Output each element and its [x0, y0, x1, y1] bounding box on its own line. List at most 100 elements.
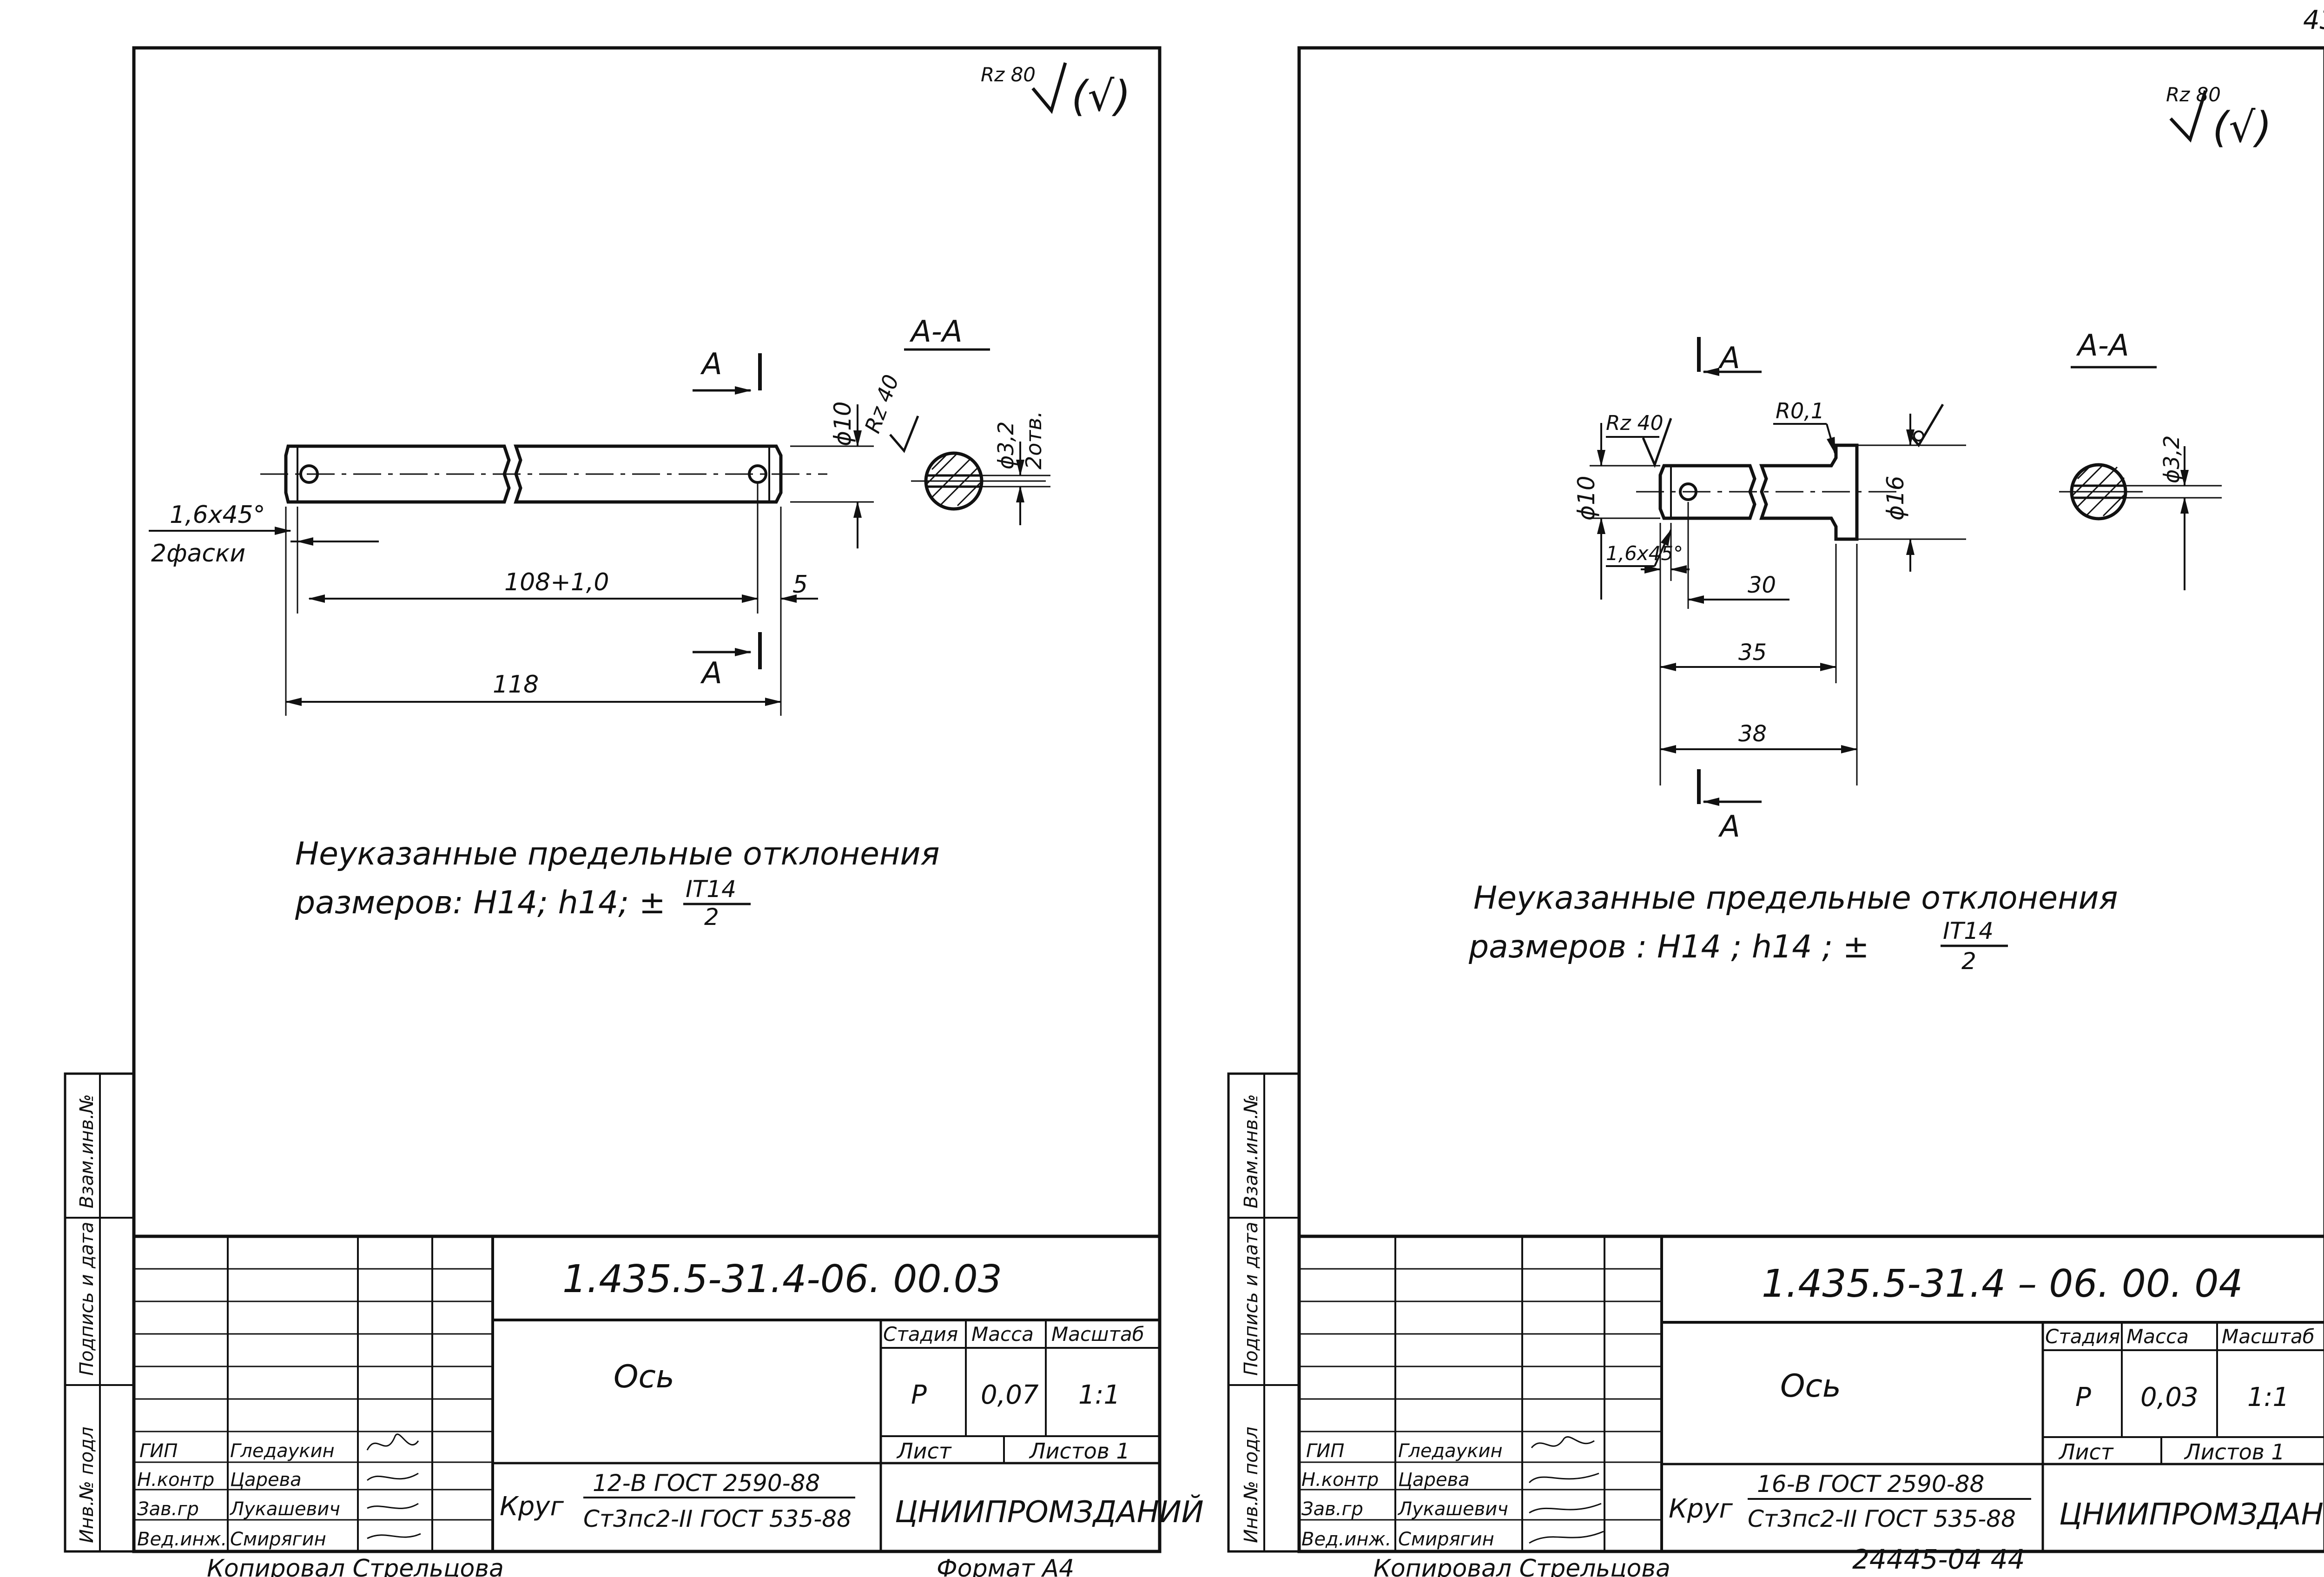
sheet2-signatures [1528, 1436, 1604, 1544]
sheet2-section-view [2059, 463, 2143, 521]
sheet1-side-label-1: Инв.№ подл [76, 1426, 98, 1543]
sheet2-side-label-2: Подпись и дата [1241, 1222, 1262, 1376]
footer-right: 24445-04 44 [1852, 1544, 2025, 1575]
sheet2-designation: 1.435.5-31.4 – 06. 00. 04 [1762, 1262, 2243, 1306]
sheet1-dim-hole: ϕ3,2 [993, 422, 1018, 470]
sheet2-section-mark-bottom: А [1718, 810, 1740, 844]
sheet1-roughness-paren: (√) [1071, 72, 1131, 121]
sheet2-name-4: Смирягин [1398, 1529, 1494, 1550]
sheet1-designation: 1.435.5-31.4-06. 00.03 [562, 1257, 1002, 1301]
sheet2-note-frac-den: 2 [1961, 948, 1976, 975]
sheet2-col-mass: Масса [2126, 1325, 2189, 1348]
sheet2-dim-len-a: 30 [1748, 572, 1776, 598]
sheet2-note-line2: размеров : Н14 ; h14 ; ± [1468, 929, 1869, 965]
sheet1-material-line1: 12-В ГОСТ 2590-88 [593, 1470, 820, 1497]
sheet1-name-3: Лукашевич [229, 1498, 340, 1520]
sheet1-bottom-right: Формат А4 [937, 1555, 1074, 1577]
sheet2-col-scale: Масштаб [2222, 1325, 2315, 1348]
sheet2-dim-diam: ϕ10 [1573, 475, 1600, 521]
sheet1-section-mark-bottom: А [700, 656, 722, 691]
sheet2-section-title: А-А [2076, 329, 2129, 363]
sheet1-bottom-left: Копировал Стрельцова [207, 1555, 504, 1577]
sheet2-title-block [1299, 1234, 2324, 1551]
sheet1-part-name: Ось [614, 1359, 674, 1395]
sheet1-dim-len-a: 108+1,0 [504, 568, 609, 596]
sheet2-dim-len-b: 35 [1738, 640, 1767, 666]
sheet1-roughness-label: Rz 80 [981, 63, 1036, 86]
sheet2-role-4: Вед.инж. [1301, 1529, 1391, 1550]
sheet2-role-3: Зав.гр [1301, 1498, 1363, 1520]
sheet-1: Инв.№ подл Подпись и дата Взам.инв.№ Rz … [64, 46, 1204, 1577]
sheet1-scale: 1:1 [1078, 1380, 1120, 1410]
sheet2-dim-head-diam: ϕ16 [1882, 475, 1909, 521]
sheet1-note-line1: Неуказанные предельные отклонения [295, 836, 940, 872]
sheet1-dim-holes-count: 2отв. [1021, 411, 1046, 469]
sheet1-dim-len-b: 5 [792, 571, 808, 599]
sheet2-material-line1: 16-В ГОСТ 2590-88 [1757, 1471, 1984, 1498]
sheet2-role-2: Н.контр [1301, 1469, 1379, 1491]
sheet2-side-label-1: Инв.№ подл [1241, 1426, 1262, 1543]
sheet1-signatures [366, 1433, 421, 1539]
sheet2-name-1: Гледаукин [1398, 1440, 1503, 1462]
sheet1-col-stage: Стадия [883, 1323, 958, 1346]
sheet1-role-4: Вед.инж. [137, 1529, 227, 1550]
sheet2-roughness-label: Rz 80 [2166, 83, 2221, 106]
sheet2-sheets-label: Листов 1 [2184, 1439, 2285, 1465]
sheet2-name-3: Лукашевич [1397, 1498, 1508, 1520]
sheet1-side-label-3: Взам.инв.№ [76, 1094, 98, 1208]
sheet2-dim-len-c: 38 [1738, 721, 1767, 747]
sheet1-material-prefix: Круг [500, 1491, 564, 1522]
sheet1-sheets-label: Листов 1 [1029, 1438, 1130, 1464]
sheet1-roughness-check [1031, 62, 1067, 114]
sheet2-note-frac-num: IT14 [1943, 917, 1994, 944]
sheet1-chamfer-note: 2фаски [151, 540, 245, 567]
sheet2-roughness-paren: (√) [2212, 103, 2272, 152]
sheet2-col-stage: Стадия [2045, 1325, 2120, 1348]
sheet2-organization: ЦНИИПРОМЗДАНИЙ [2059, 1497, 2324, 1532]
sheet1-shaft [260, 444, 827, 504]
sheet2-material-line2: Ст3пс2-II ГОСТ 535-88 [1748, 1505, 2016, 1532]
sheet1-note-line2: размеров: Н14; h14; ± [295, 884, 666, 921]
sheet2-note-line1: Неуказанные предельные отклонения [1473, 880, 2118, 917]
sheet2-section-mark-top: А [1718, 341, 1740, 376]
sheet1-section-mark-top: А [700, 347, 722, 382]
sheet2-stage: Р [2075, 1382, 2091, 1412]
sheet2-roughness-check [2169, 90, 2207, 143]
sheet1-dim-diam: ϕ10 [829, 401, 856, 446]
sheet1-col-mass: Масса [971, 1323, 1034, 1346]
sheet-2: Инв.№ подл Подпись и дата Взам.инв.№ Rz … [1227, 46, 2324, 1577]
sheet1-dim-len-c: 118 [493, 671, 539, 699]
sheet1-title-block [134, 1234, 1160, 1551]
sheet1-organization: ЦНИИПРОМЗДАНИЙ [895, 1494, 1204, 1530]
sheet2-scale: 1:1 [2247, 1382, 2289, 1412]
sheet1-role-1: ГИП [139, 1440, 178, 1462]
sheet1-material-line2: Ст3пс2-II ГОСТ 535-88 [583, 1505, 852, 1532]
sheet2-frame [1297, 46, 2324, 1553]
sheet1-role-2: Н.контр [137, 1469, 214, 1491]
sheet2-side-label-3: Взам.инв.№ [1241, 1094, 1262, 1208]
sheet1-name-2: Царева [230, 1469, 302, 1491]
sheet1-name-4: Смирягин [230, 1529, 326, 1550]
sheet2-dim-rz: Rz 40 [1606, 411, 1664, 435]
sheet2-dim-hole: ϕ3,2 [2159, 435, 2184, 484]
page-number: 43 [2303, 5, 2324, 35]
sheet1-chamfer-size: 1,6x45° [170, 501, 265, 529]
sheet2-part-name: Ось [1780, 1368, 1841, 1405]
sheet2-name-2: Царева [1398, 1469, 1470, 1491]
sheet2-shaft [1636, 443, 1896, 541]
sheet1-section-title: А-А [909, 315, 963, 349]
sheet2-dim-radius: R0,1 [1776, 398, 1824, 423]
sheet2-role-1: ГИП [1306, 1440, 1344, 1462]
sheet1-note-frac-num: IT14 [686, 876, 736, 903]
sheet2-material-prefix: Круг [1669, 1494, 1733, 1524]
sheet1-sheet-label: Лист [896, 1438, 952, 1464]
sheet2-sheet-label: Лист [2058, 1439, 2114, 1465]
sheet1-mass: 0,07 [981, 1380, 1039, 1410]
sheet1-role-3: Зав.гр [137, 1498, 199, 1520]
sheet1-note-frac-den: 2 [704, 904, 719, 930]
sheet1-side-label-2: Подпись и дата [76, 1222, 98, 1376]
sheet1-frame [132, 46, 1162, 1553]
sheet1-col-scale: Масштаб [1051, 1323, 1144, 1346]
sheet1-dim-rz: Rz 40 [860, 371, 904, 436]
